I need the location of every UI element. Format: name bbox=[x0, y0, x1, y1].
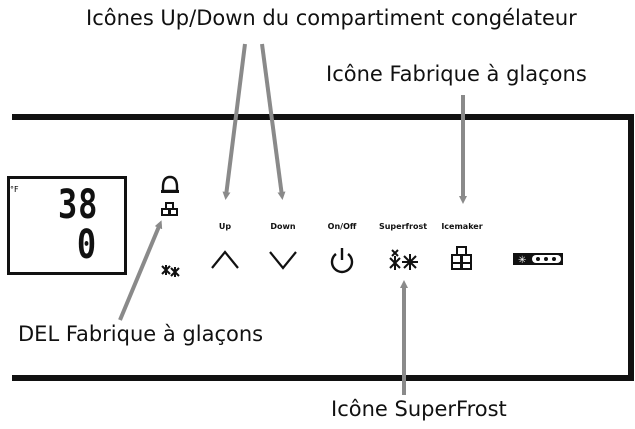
superfrost-button-label: Superfrost bbox=[378, 222, 428, 231]
icemaker-button[interactable] bbox=[444, 240, 480, 276]
arrow-to-down bbox=[260, 43, 286, 200]
chevron-up-icon bbox=[211, 250, 239, 269]
freezer-up-down-callout: Icônes Up/Down du compartiment congélate… bbox=[86, 6, 577, 30]
temperature-scale-icon: ✳ bbox=[513, 253, 563, 266]
icemaker-icon-callout: Icône Fabrique à glaçons bbox=[326, 62, 587, 86]
icemaker-icon bbox=[451, 246, 472, 270]
chevron-down-icon bbox=[269, 251, 297, 270]
onoff-button[interactable] bbox=[324, 240, 360, 276]
svg-text:✳: ✳ bbox=[518, 255, 526, 266]
up-button-label: Up bbox=[218, 222, 232, 231]
panel-top-edge bbox=[12, 114, 634, 120]
arrow-to-up bbox=[222, 43, 247, 200]
arrow-to-icemaker-led bbox=[118, 220, 163, 321]
icemaker-button-label: Icemaker bbox=[441, 222, 483, 231]
superfrost-icon bbox=[389, 249, 418, 270]
up-button[interactable] bbox=[207, 240, 243, 276]
panel-right-edge bbox=[628, 114, 634, 381]
freezer-temperature: 0 bbox=[76, 222, 96, 268]
superfrost-button[interactable] bbox=[385, 240, 421, 276]
icemaker-led-callout: DEL Fabrique à glaçons bbox=[18, 322, 264, 346]
superfrost-led-icon bbox=[161, 265, 180, 277]
onoff-button-label: On/Off bbox=[327, 222, 357, 231]
temperature-unit: °F bbox=[10, 185, 19, 194]
power-icon bbox=[330, 248, 354, 274]
temperature-display: 38 0 °F bbox=[7, 176, 127, 275]
down-button-label: Down bbox=[270, 222, 296, 231]
lock-icon bbox=[161, 175, 179, 193]
refrigerator-temperature: 38 bbox=[57, 182, 98, 228]
superfrost-icon-callout: Icône SuperFrost bbox=[331, 397, 507, 421]
panel-bottom-edge bbox=[12, 375, 634, 381]
icemaker-led-icon bbox=[161, 202, 178, 216]
down-button[interactable] bbox=[265, 240, 301, 276]
